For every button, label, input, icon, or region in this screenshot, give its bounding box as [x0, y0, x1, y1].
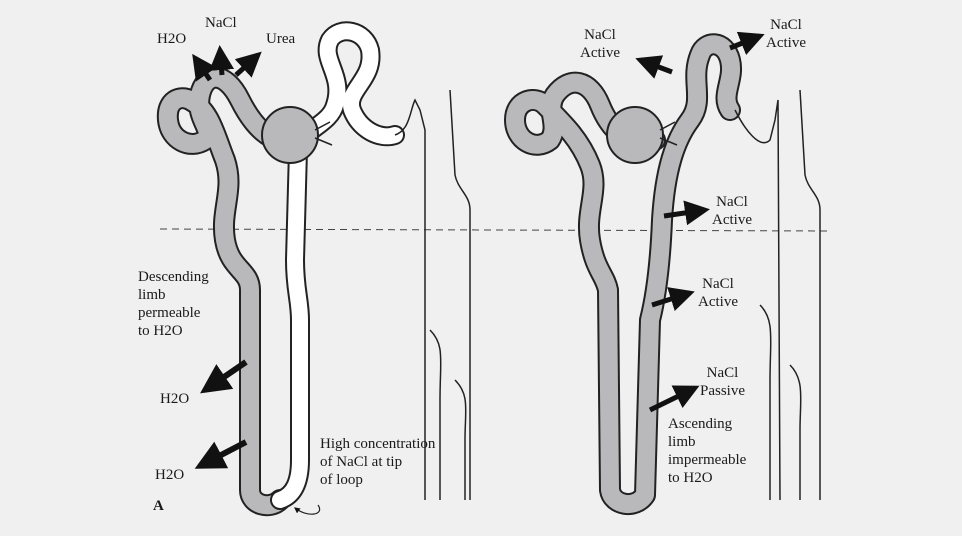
transport-2-mode: Active [766, 35, 806, 51]
right-nephron [504, 31, 821, 515]
nacl-active-arrow-1 [635, 55, 673, 79]
ascending-line-2: limb [668, 434, 696, 450]
descending-line-2: limb [138, 287, 166, 303]
label-water-out-2: H2O [155, 467, 185, 483]
label-transport-5: NaCl Passive [700, 364, 745, 400]
transport-1-ion: NaCl [584, 27, 616, 43]
transport-3-mode: Active [712, 212, 752, 228]
right-outer-duct [759, 304, 772, 500]
nacl-out-arrow-top [209, 45, 235, 76]
transport-2-ion: NaCl [770, 17, 802, 33]
corticomedullary-boundary [159, 228, 831, 232]
right-glomerulus [606, 106, 664, 164]
label-tip-note: High concentration of NaCl at tip of loo… [320, 435, 435, 489]
panel-label: A [153, 498, 164, 514]
right-collecting-duct [734, 99, 781, 501]
left-outer-duct-2 [454, 379, 467, 500]
nacl-passive-arrow [648, 385, 700, 413]
descending-line-1: Descending [138, 269, 209, 285]
left-ascending-limb-fill [272, 23, 403, 508]
ascending-line-4: to H2O [668, 470, 713, 486]
water-out-arrow-mid [200, 359, 248, 394]
label-transport-1: NaCl Active [580, 26, 620, 62]
label-ascending-limb: Ascending limb impermeable to H2O [668, 415, 746, 487]
label-transport-4: NaCl Active [698, 275, 738, 311]
urea-out-arrow-top [234, 51, 262, 78]
transport-1-mode: Active [580, 45, 620, 61]
nacl-active-arrow-4 [651, 287, 695, 311]
left-duct-wall [449, 89, 471, 500]
left-grey-tubule-fill [158, 68, 309, 515]
right-outer-duct-2 [789, 364, 802, 500]
right-grey-tubule-fill [506, 35, 741, 513]
nacl-active-arrow-2 [729, 31, 765, 56]
right-afferent-vessel [659, 121, 678, 146]
transport-4-ion: NaCl [702, 276, 734, 292]
label-transport-2: NaCl Active [766, 16, 806, 52]
transport-3-ion: NaCl [716, 194, 748, 210]
left-collecting-duct [394, 98, 426, 500]
ascending-line-1: Ascending [668, 416, 733, 432]
left-nephron [156, 21, 471, 517]
left-glomerulus [261, 106, 319, 164]
tip-note-line-3: of loop [320, 472, 363, 488]
transport-5-ion: NaCl [706, 365, 739, 381]
nacl-active-arrow-3 [663, 200, 710, 226]
tip-note-line-2: of NaCl at tip [320, 454, 403, 470]
label-urea-top: Urea [266, 31, 296, 47]
label-water-top: H2O [157, 31, 187, 47]
ascending-line-3: impermeable [668, 452, 747, 468]
water-out-arrow-top [192, 53, 217, 82]
label-descending-limb: Descending limb permeable to H2O [138, 268, 209, 340]
transport-4-mode: Active [698, 294, 738, 310]
right-duct-wall [799, 89, 821, 500]
label-water-out-1: H2O [160, 391, 190, 407]
label-nacl-top: NaCl [205, 15, 237, 31]
descending-line-4: to H2O [138, 323, 183, 339]
water-out-arrow-low [194, 439, 248, 469]
transport-5-mode: Passive [700, 383, 745, 399]
tip-pointer [294, 504, 321, 515]
label-transport-3: NaCl Active [712, 193, 752, 229]
descending-line-3: permeable [138, 305, 201, 321]
tip-note-line-1: High concentration [320, 436, 436, 452]
left-outer-duct [429, 329, 442, 500]
left-afferent-vessel [314, 121, 333, 146]
